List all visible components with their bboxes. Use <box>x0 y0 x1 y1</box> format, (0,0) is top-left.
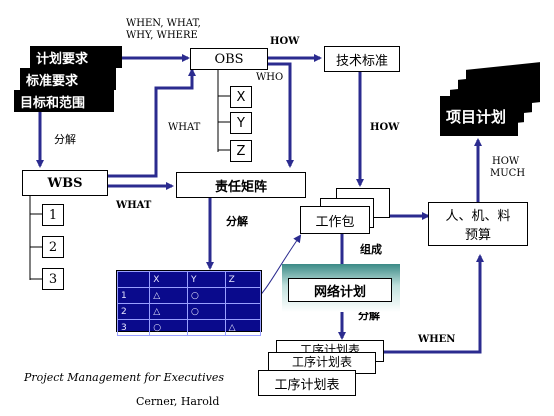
label-how-much-2: MUCH <box>490 168 526 179</box>
req-standard-banner: 标准要求 <box>20 68 116 90</box>
matrix-cell <box>224 287 262 304</box>
obs-tree-lines <box>217 70 230 152</box>
process-plan-box: 工序计划表 <box>258 370 356 396</box>
scope-banner: 目标和范围 <box>14 90 114 112</box>
label-compose: 组成 <box>360 243 382 256</box>
arrow-wbs-to-obs <box>108 68 196 178</box>
matrix-cell: ○ <box>186 303 226 320</box>
matrix-header-cell <box>116 271 151 288</box>
label-decompose-mid: 分解 <box>226 215 248 228</box>
responsibility-matrix-table: X Y Z 1 △ ○ 2 △ ○ 3 ○ △ <box>116 270 262 336</box>
responsibility-matrix-box: 责任矩阵 <box>176 172 306 198</box>
label-who: WHO <box>256 72 284 83</box>
req-plan-banner: 计划要求 <box>30 46 122 68</box>
process-plan-back-1: 工序计划表 <box>268 352 376 374</box>
matrix-cell: ○ <box>149 319 188 336</box>
matrix-header-cell: Z <box>224 271 262 288</box>
matrix-cell: 3 <box>116 319 151 336</box>
label-how-right: HOW <box>370 122 400 133</box>
table-row: 3 ○ △ <box>116 319 262 336</box>
arrow-obs-to-matrix <box>268 62 294 168</box>
work-package-box: 工作包 <box>300 206 370 234</box>
label-why-where: WHY, WHERE <box>126 30 198 41</box>
label-when-what: WHEN, WHAT, <box>126 18 201 29</box>
tech-standard-box: 技术标准 <box>324 46 400 72</box>
resources-budget-box: 人、机、料 预算 <box>428 202 528 246</box>
footer-author: Cerner, Harold <box>136 395 220 408</box>
wbs-child-1: 1 <box>42 204 64 226</box>
wbs-child-3: 3 <box>42 268 64 290</box>
table-row: 2 △ ○ <box>116 303 262 320</box>
matrix-cell <box>186 319 226 336</box>
wbs-child-2: 2 <box>42 236 64 258</box>
matrix-cell: 2 <box>116 303 151 320</box>
arrow-process-to-resources <box>384 254 484 354</box>
label-how-top: HOW <box>270 36 300 47</box>
network-plan-box: 网络计划 <box>288 278 392 302</box>
matrix-header-cell: X <box>149 271 188 288</box>
label-how-much-1: HOW <box>492 156 520 167</box>
label-what-mid: WHAT <box>168 122 201 133</box>
table-row: 1 △ ○ <box>116 287 262 304</box>
obs-child-x: X <box>230 86 252 108</box>
matrix-header-cell: Y <box>186 271 226 288</box>
table-row: X Y Z <box>116 271 262 288</box>
matrix-cell <box>224 303 262 320</box>
matrix-cell: ○ <box>186 287 226 304</box>
matrix-cell: △ <box>149 287 188 304</box>
footer-title: Project Management for Executives <box>24 371 224 384</box>
budget-line: 预算 <box>464 228 491 243</box>
matrix-cell: △ <box>224 319 262 336</box>
obs-box: OBS <box>190 48 268 70</box>
obs-child-y: Y <box>230 112 252 134</box>
wbs-tree-lines <box>29 196 42 280</box>
project-plan-banner: 项目计划 <box>440 96 518 136</box>
label-when: WHEN <box>418 334 456 345</box>
obs-child-z: Z <box>230 140 252 162</box>
label-what-bottom: WHAT <box>116 200 152 211</box>
matrix-cell: △ <box>149 303 188 320</box>
label-decompose-left: 分解 <box>54 133 76 146</box>
matrix-cell: 1 <box>116 287 151 304</box>
label-decompose-bottom: 分解 <box>358 309 380 322</box>
wbs-box: WBS <box>22 170 108 196</box>
resources-line: 人、机、料 <box>445 209 511 224</box>
